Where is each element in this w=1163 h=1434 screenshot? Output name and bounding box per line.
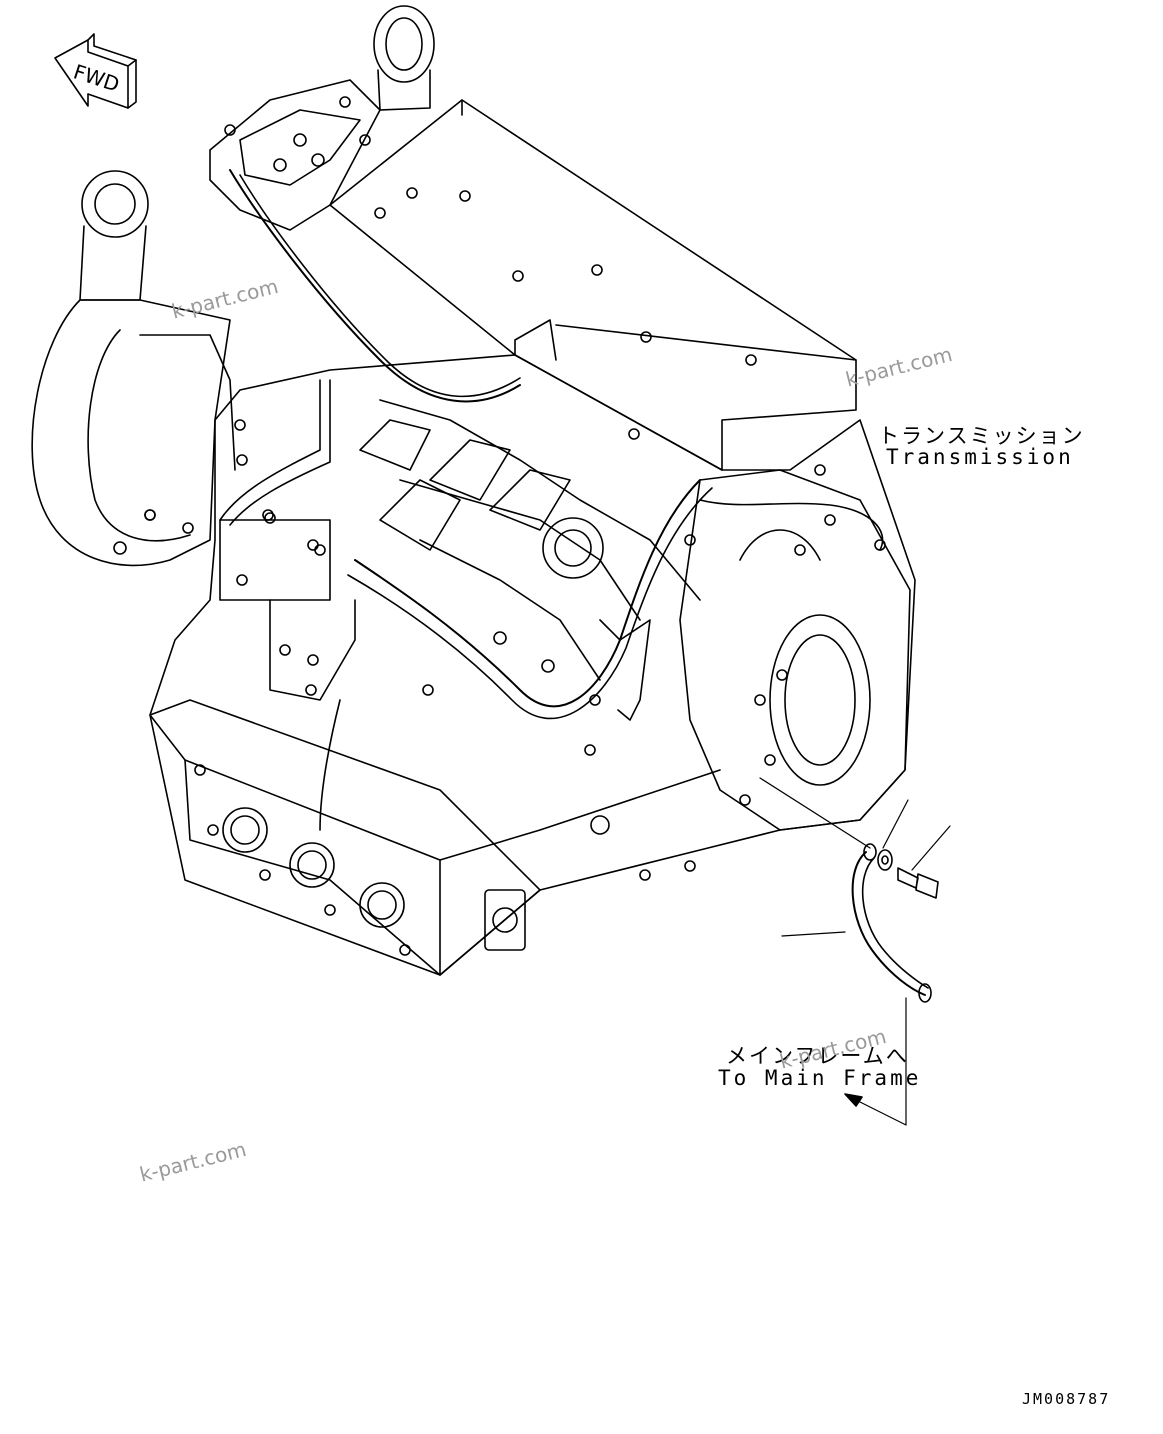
hose-leader-line xyxy=(759,777,871,849)
lifting-eye-top xyxy=(373,5,435,111)
bolt-part xyxy=(897,867,939,899)
valve-block xyxy=(209,79,381,231)
washer-callout-line xyxy=(882,799,909,849)
breather-hose-upper xyxy=(229,169,521,403)
oil-pan-ports xyxy=(222,807,526,951)
main-frame-label-en: To Main Frame xyxy=(718,1066,922,1090)
side-plate xyxy=(219,519,331,601)
top-cover xyxy=(329,99,857,471)
flywheel-housing xyxy=(31,299,231,567)
exploded-parts xyxy=(759,777,951,1126)
oil-pan xyxy=(149,699,541,976)
transmission-label-en: Transmission xyxy=(886,445,1074,469)
front-bolts xyxy=(144,419,751,956)
main-frame-leader xyxy=(849,997,907,1126)
lifting-eye-left xyxy=(79,170,149,301)
cover-bolts xyxy=(374,187,757,440)
document-id: JM008787 xyxy=(1022,1390,1111,1408)
forward-arrow-icon: FWD xyxy=(54,33,137,109)
breather-hose-left xyxy=(219,379,321,521)
main-frame-label-jp: メインフレームへ xyxy=(726,1044,909,1068)
hose-callout-line xyxy=(781,931,846,937)
main-block xyxy=(149,354,916,976)
breather-hose-middle xyxy=(354,479,701,708)
lifting-eye-middle xyxy=(542,517,604,579)
washer-part xyxy=(877,849,893,871)
engine-transmission-assembly xyxy=(31,5,916,976)
transmission-label-jp: トランスミッション xyxy=(878,424,1085,448)
bolt-callout-line xyxy=(911,825,951,871)
breather-hose-part xyxy=(851,851,926,996)
transmission-housing xyxy=(679,469,911,831)
main-frame-arrowhead xyxy=(844,1093,863,1107)
transmission-bolts xyxy=(684,464,886,766)
